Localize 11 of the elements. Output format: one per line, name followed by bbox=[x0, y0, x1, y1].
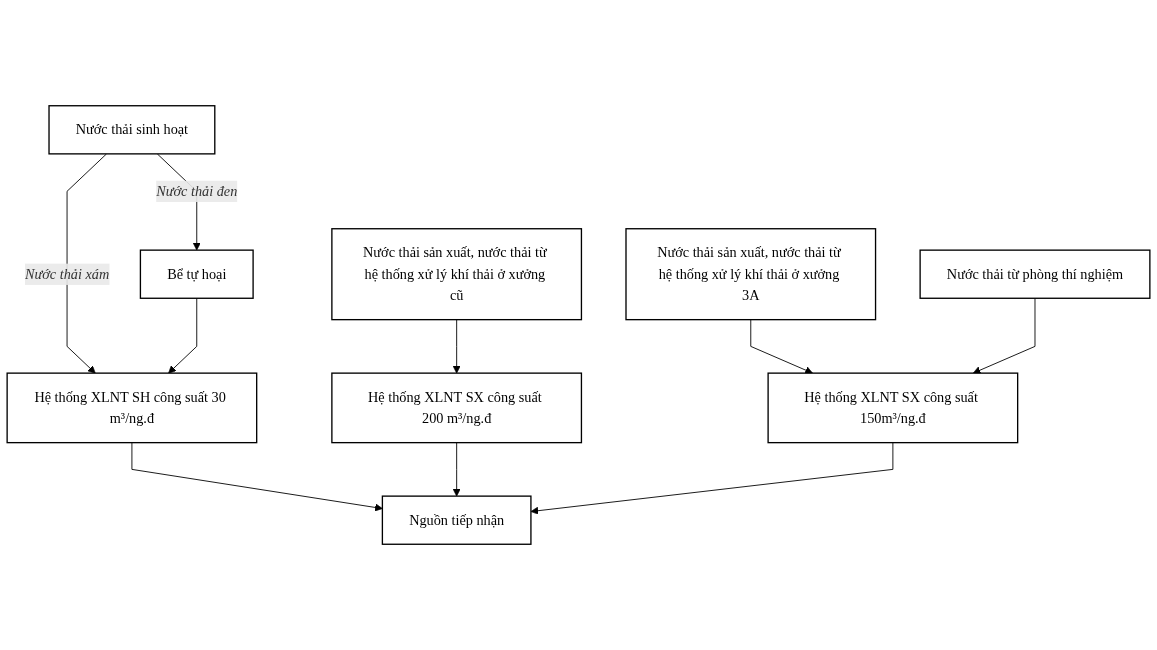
node-box: Nước thải từ phòng thí nghiệm bbox=[919, 249, 1151, 299]
node-box: Nước thải sản xuất, nước thải từ hệ thống xử lý khí thải ở xưởng 3A bbox=[625, 228, 877, 321]
edge-label: Nước thải xám bbox=[24, 266, 110, 282]
node-box: Bể tự hoại bbox=[139, 249, 254, 299]
node-box: Nguồn tiếp nhận bbox=[381, 495, 532, 545]
edge-label: Nước thải đen bbox=[156, 183, 238, 199]
node-box: Nước thải sản xuất, nước thải từ hệ thống xử lý khí thải ở xưởng cũ bbox=[331, 228, 583, 321]
node-box: Nước thải sinh hoạt bbox=[48, 105, 216, 155]
node-box: Hệ thống XLNT SX công suất 150m³/ng.đ bbox=[767, 372, 1019, 444]
node-box: Hệ thống XLNT SX công suất 200 m³/ng.đ bbox=[331, 372, 583, 444]
node-box: Hệ thống XLNT SH công suất 30 m³/ng.đ bbox=[6, 372, 258, 444]
